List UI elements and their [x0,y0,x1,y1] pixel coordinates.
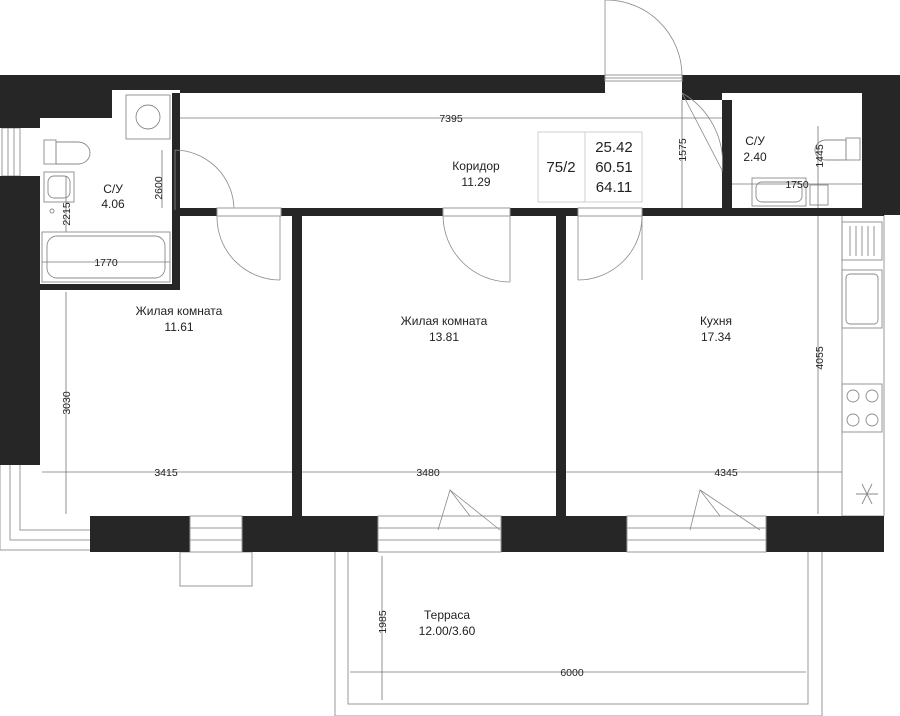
dim-bedroom-left-height: 3030 [61,391,73,415]
bathtub-left [41,231,171,283]
toilet-tank-left [43,139,57,165]
terrace-area: 12.00/3.60 [419,624,476,638]
fixtures [41,94,883,505]
terrace-name: Терраса [424,608,470,622]
corridor-name: Коридор [452,159,500,173]
total-area: 64.11 [596,179,632,196]
sink-left [43,171,75,203]
kitchen-name: Кухня [700,314,732,328]
apartment-code: 75/2 [546,159,575,176]
room-labels: С/У 4.06 Коридор 11.29 С/У 2.40 Жилая ко… [101,134,767,638]
dim-kitchen-height: 4055 [814,346,826,370]
corridor-area: 11.29 [461,175,490,189]
dimension-lines [42,100,862,700]
walls [0,75,900,552]
windows [189,74,767,553]
outer-outline [0,127,885,716]
shower-right [751,177,807,207]
washing-machine [125,94,171,140]
bedroom-left-name: Жилая комната [136,304,223,318]
toilet-bowl-right [814,139,847,161]
living-area: 25.42 [595,139,633,156]
dish-rack [841,221,883,261]
kitchen-stove [841,383,883,433]
wc-left-area: 4.06 [101,197,125,211]
kitchen-area: 17.34 [701,330,731,344]
doors [174,0,761,531]
dim-terrace-depth: 1985 [377,610,389,634]
toilet-bowl-left [55,141,91,165]
dim-wc-left-height: 2600 [153,176,165,200]
dim-corridor-length: 7395 [439,113,463,125]
bedroom-left-area: 11.61 [164,320,193,334]
dimension-labels: 7395 2600 2215 1770 1575 1445 1750 3030 … [61,113,826,679]
dim-corridor-door: 1575 [677,138,689,162]
area-summary: 75/2 25.42 60.51 64.11 [537,131,643,203]
dim-terrace-width: 6000 [560,667,584,679]
bedroom-mid-area: 13.81 [429,330,459,344]
dim-bath-length: 1770 [94,257,118,269]
wc-right-area: 2.40 [743,150,767,164]
wc-right-name: С/У [745,134,765,148]
dim-wc-right-width: 1750 [785,179,809,191]
wc-left-name: С/У [103,182,123,196]
bedroom-mid-name: Жилая комната [401,314,488,328]
star-mark [856,483,878,505]
dim-wc-left-width: 2215 [61,202,73,226]
kitchen-sink [841,269,883,329]
dim-bedroom-mid-width: 3480 [416,467,440,479]
total-area-no-terrace: 60.51 [595,159,633,176]
dim-wc-right-height: 1445 [814,144,826,168]
dim-bedroom-left-width: 3415 [154,467,178,479]
dim-kitchen-width: 4345 [714,467,738,479]
toilet-tank-right [845,137,861,161]
